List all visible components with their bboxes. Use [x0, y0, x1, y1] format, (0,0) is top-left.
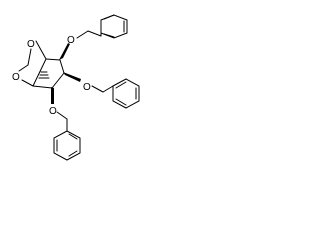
bond-o-ch2-right — [91, 85, 104, 93]
atom-o-bridge: O — [27, 39, 35, 50]
bond-c5-c1 — [32, 58, 47, 87]
atom-o-upper: O — [67, 35, 75, 46]
phenyl-ring-lower — [53, 130, 81, 161]
bond-c1-c2 — [45, 58, 61, 61]
bond-ch2-ring-right — [102, 85, 114, 93]
wedge-c2-o — [59, 43, 70, 60]
benzyl-group-lower — [53, 111, 81, 161]
molecule-structure: O O O O O — [12, 14, 140, 161]
benzyl-group-upper — [76, 14, 128, 39]
atom-o-right: O — [83, 82, 91, 93]
phenyl-upper-double-3 — [103, 33, 115, 38]
atom-o-ring: O — [12, 72, 20, 83]
bond-c2-c3 — [59, 59, 65, 74]
phenyl-right-double-1 — [115, 81, 127, 89]
phenyl-upper-double-1 — [103, 14, 115, 20]
atom-o-lower: O — [49, 106, 57, 117]
bond-c4-c5 — [32, 85, 53, 89]
bond-ch2-ring-upper — [87, 30, 102, 37]
bond-o-ch2-lower — [56, 111, 68, 120]
bond-o-bridge-c1 — [35, 40, 47, 60]
bicyclic-core — [18, 40, 65, 89]
phenyl-ring-right — [112, 78, 140, 109]
phenyl-lower-double-2 — [68, 150, 78, 157]
phenyl-right-double-3 — [115, 98, 127, 106]
bond-o-ring-c5 — [21, 79, 34, 87]
bond-o-bridge-c6 — [27, 48, 32, 66]
bond-c3-c4 — [51, 72, 65, 89]
wedge-c3-o — [63, 72, 81, 82]
wedge-c4-o — [51, 87, 54, 104]
bond-c6-o-ring — [18, 64, 29, 72]
benzyl-group-right — [91, 78, 140, 109]
phenyl-lower-double-1 — [68, 133, 78, 140]
bond-o-ch2-upper — [76, 30, 89, 39]
stereo-bonds — [51, 43, 81, 104]
